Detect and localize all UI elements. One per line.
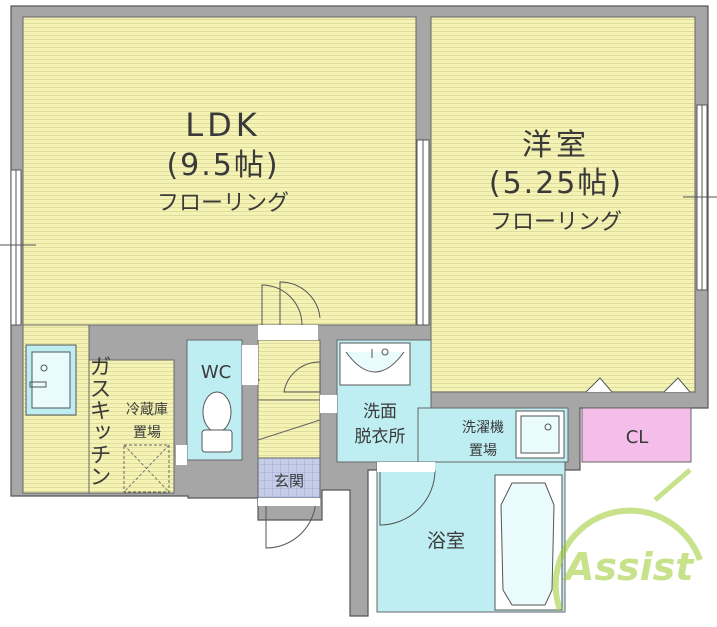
closet-label: CL	[626, 427, 649, 448]
bath-label: 浴室	[427, 530, 465, 552]
windows	[0, 104, 717, 326]
fridge-label-1: 冷蔵庫	[126, 401, 168, 418]
door-openings	[176, 325, 435, 506]
western-size: (5.25帖)	[489, 166, 623, 201]
kitchen-sink	[31, 351, 71, 409]
washer-label-2: 置場	[469, 443, 497, 459]
wc-label: WC	[201, 362, 231, 383]
western-name: 洋室	[522, 128, 590, 163]
western-floor-type: フローリング	[490, 210, 622, 235]
ldk-labels: LDK (9.5帖) フローリング	[157, 106, 289, 216]
washer-label-1: 洗濯機	[462, 420, 504, 436]
western-room-floor	[430, 16, 696, 393]
bathtub-icon	[494, 474, 563, 611]
ldk-size: (9.5帖)	[166, 148, 279, 183]
fridge-space-icon	[123, 444, 170, 493]
ldk-floor	[22, 16, 417, 326]
wash-basin-icon	[339, 342, 411, 386]
fridge-area	[88, 359, 175, 494]
ldk-name: LDK	[185, 106, 260, 144]
hallway	[257, 339, 321, 459]
washroom-label-1: 洗面	[363, 402, 397, 422]
washroom-label-2: 脱衣所	[355, 427, 406, 447]
washer-icon	[515, 410, 565, 459]
ldk-floor-type: フローリング	[157, 191, 289, 216]
kitchen-label: ガスキッチン	[86, 355, 111, 487]
assist-logo-text: Assist	[562, 545, 695, 589]
door-swings	[242, 281, 436, 549]
closet-doors	[585, 377, 691, 393]
fridge-label-2: 置場	[133, 425, 161, 441]
entrance-area	[257, 457, 321, 499]
assist-logo: Assist	[552, 468, 703, 612]
toilet-icon	[201, 391, 233, 453]
closet	[581, 407, 692, 463]
western-labels: 洋室 (5.25帖) フローリング	[489, 128, 623, 235]
entrance-label: 玄関	[274, 472, 304, 490]
